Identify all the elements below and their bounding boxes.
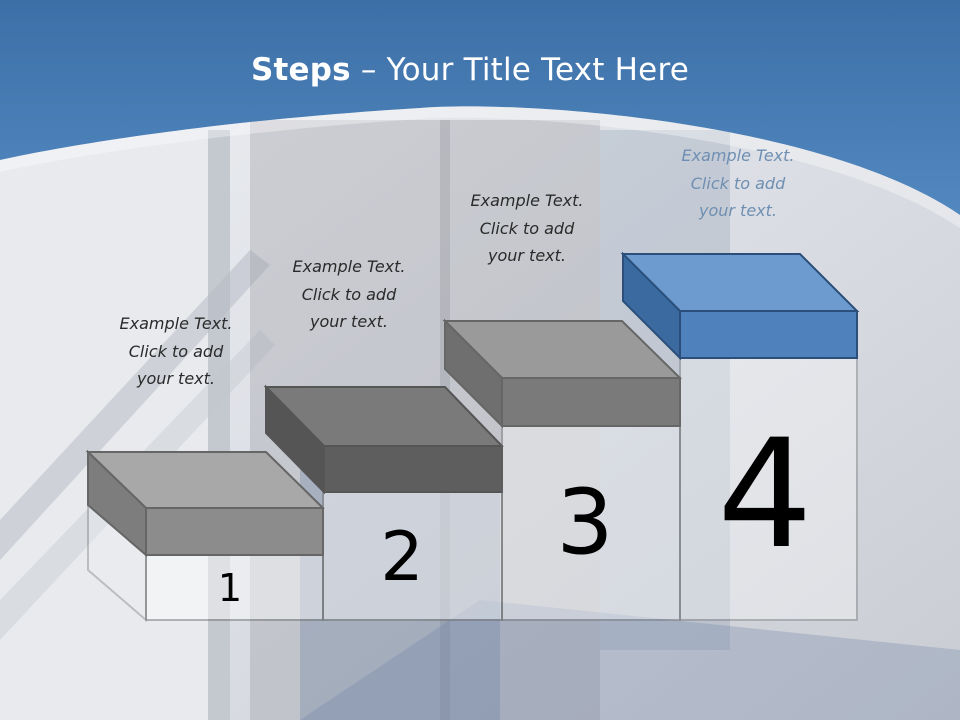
- step-3-number: 3: [556, 470, 614, 575]
- step-2-caption[interactable]: Example Text. Click to add your text.: [292, 257, 406, 331]
- step-1-caption[interactable]: Example Text. Click to add your text.: [119, 314, 233, 388]
- title-bold: Steps: [250, 52, 351, 88]
- step-3-block: [442, 318, 683, 621]
- step-4-block: [620, 251, 860, 621]
- step-3-caption[interactable]: Example Text. Click to add your text.: [470, 191, 584, 265]
- step-2-number: 2: [380, 518, 424, 597]
- step-4-number: 4: [717, 408, 813, 582]
- slide-title[interactable]: Steps – Your Title Text Here: [0, 52, 940, 88]
- title-rest: – Your Title Text Here: [350, 52, 689, 88]
- step-1-number: 1: [217, 566, 243, 610]
- step-4-caption[interactable]: Example Text. Click to add your text.: [681, 146, 795, 220]
- step-1-block: [85, 449, 326, 623]
- step-2-block: [263, 384, 505, 621]
